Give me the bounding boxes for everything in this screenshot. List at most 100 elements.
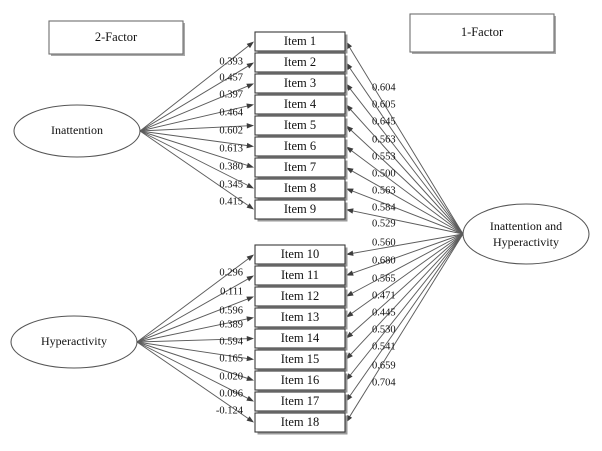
path-inattention-item6-head <box>246 142 254 149</box>
loading-general-item10: 0.560 <box>372 237 396 248</box>
path-general-item12-head <box>346 290 354 297</box>
loading-general-item14: 0.445 <box>372 307 396 318</box>
loading-general-item13: 0.471 <box>372 290 396 301</box>
loading-hyperactivity-item13: 0.389 <box>219 319 243 330</box>
loading-inattention-item7: 0.380 <box>219 161 243 172</box>
latent-hyperactivity: Hyperactivity <box>10 315 138 369</box>
loading-general-item1: 0.604 <box>372 82 396 93</box>
path-inattention-item2-head <box>246 62 254 69</box>
path-inattention-item3 <box>139 85 249 132</box>
item-box: Item 4 <box>254 94 348 117</box>
path-general-item10 <box>352 233 464 254</box>
item-label: Item 3 <box>284 76 316 90</box>
path-general-item16 <box>349 233 464 376</box>
item-box: Item 6 <box>254 136 348 159</box>
path-general-item14-head <box>346 331 354 339</box>
path-general-item4-head <box>346 104 353 112</box>
loading-general-item18: 0.704 <box>372 377 396 388</box>
inattention-label: Inattention <box>51 123 103 137</box>
path-hyperactivity-item13-head <box>246 316 254 322</box>
loading-general-item6: 0.500 <box>372 168 396 179</box>
header-left-label: 2-Factor <box>95 30 138 44</box>
loading-inattention-item9: 0.415 <box>219 196 243 207</box>
item-box: Item 12 <box>254 286 348 309</box>
path-general-item8-head <box>346 188 354 194</box>
path-general-item7 <box>351 170 464 235</box>
path-general-item13-head <box>346 311 354 318</box>
item-label: Item 10 <box>281 247 320 261</box>
item-label: Item 1 <box>284 34 316 48</box>
path-general-item2-head <box>346 62 353 70</box>
path-general-item15-head <box>346 352 353 360</box>
item-box: Item 7 <box>254 157 348 180</box>
path-hyperactivity-item18 <box>136 341 249 420</box>
path-hyperactivity-item17-head <box>246 395 254 402</box>
path-inattention-item4 <box>139 105 248 132</box>
item-box: Item 2 <box>254 52 348 75</box>
header-box-right: 1-Factor <box>409 13 556 54</box>
path-general-item7-head <box>346 167 354 174</box>
path-hyperactivity-item14 <box>136 338 248 343</box>
item-box: Item 11 <box>254 265 348 288</box>
item-box: Item 9 <box>254 199 348 222</box>
path-general-item12 <box>351 233 464 294</box>
path-inattention-item2 <box>139 65 249 132</box>
path-hyperactivity-item13 <box>136 318 248 343</box>
item-label: Item 15 <box>281 352 320 366</box>
path-hyperactivity-item14-head <box>246 336 254 342</box>
path-inattention-item4-head <box>246 103 254 109</box>
item-box: Item 1 <box>254 31 348 54</box>
item-label: Item 13 <box>281 310 320 324</box>
loading-inattention-item6: 0.613 <box>219 143 243 154</box>
loading-inattention-item1: 0.393 <box>219 56 243 67</box>
path-inattention-item9 <box>139 130 249 207</box>
path-hyperactivity-item15 <box>136 341 248 360</box>
path-inattention-item9-head <box>246 203 254 210</box>
path-general-item3 <box>349 88 464 235</box>
item-box: Item 15 <box>254 349 348 372</box>
path-general-item16-head <box>346 373 353 381</box>
path-hyperactivity-item10 <box>136 257 250 343</box>
path-general-item15 <box>350 233 464 356</box>
path-general-item1 <box>348 46 464 235</box>
path-general-item2 <box>349 67 464 235</box>
item-label: Item 16 <box>281 373 320 387</box>
item-label: Item 2 <box>284 55 316 69</box>
path-inattention-item7 <box>139 130 249 167</box>
loading-inattention-item3: 0.397 <box>219 89 243 100</box>
loading-hyperactivity-item17: 0.096 <box>219 388 243 399</box>
item-box: Item 5 <box>254 115 348 138</box>
loading-general-item7: 0.563 <box>372 185 396 196</box>
header-box-left: 2-Factor <box>48 20 185 56</box>
item-label: Item 6 <box>284 139 316 153</box>
path-general-item17 <box>349 233 464 397</box>
loading-hyperactivity-item10: 0.296 <box>219 267 243 278</box>
loading-inattention-item4: 0.464 <box>219 107 243 118</box>
path-hyperactivity-item12 <box>136 298 249 343</box>
path-general-item1-head <box>346 41 353 50</box>
hyperactivity-label: Hyperactivity <box>41 334 107 348</box>
latent-inattention: Inattention <box>13 104 141 158</box>
path-general-item9 <box>352 210 464 235</box>
item-box: Item 3 <box>254 73 348 96</box>
path-inattention-item5-head <box>246 123 254 129</box>
path-inattention-item7-head <box>246 162 254 168</box>
path-hyperactivity-item18-head <box>246 416 254 423</box>
item-box: Item 18 <box>254 412 348 435</box>
general-label-line2: Hyperactivity <box>493 235 559 249</box>
path-inattention-item1 <box>139 45 250 132</box>
item-label: Item 5 <box>284 118 316 132</box>
path-hyperactivity-item12-head <box>246 296 254 302</box>
item-box: Item 17 <box>254 391 348 414</box>
loading-hyperactivity-item15: 0.165 <box>219 353 243 364</box>
path-general-item18-head <box>346 414 353 423</box>
loading-general-item15: 0.530 <box>372 324 396 335</box>
item-box: Item 14 <box>254 328 348 351</box>
loading-hyperactivity-item11: 0.111 <box>220 286 243 297</box>
path-hyperactivity-item16 <box>136 341 249 379</box>
path-general-item5-head <box>346 125 354 133</box>
path-general-item11-head <box>346 270 354 276</box>
path-general-item9-head <box>346 208 354 214</box>
